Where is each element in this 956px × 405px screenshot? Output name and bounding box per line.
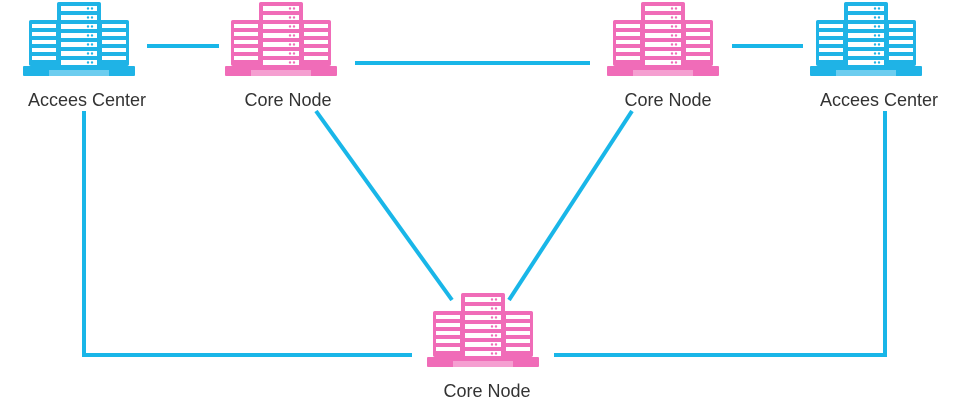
server-rack-icon (225, 2, 337, 76)
node-access-left[interactable] (23, 2, 135, 76)
node-core-top-left[interactable] (225, 2, 337, 76)
link-core-top-left-core-bottom (314, 109, 454, 302)
node-core-bottom[interactable] (427, 293, 539, 367)
link-access-right-core-bottom (554, 111, 887, 357)
node-label: Core Node (443, 381, 530, 401)
server-rack-icon (810, 2, 922, 76)
node-label: Core Node (624, 90, 711, 110)
server-rack-icon (607, 2, 719, 76)
node-access-right[interactable] (810, 2, 922, 76)
server-rack-icon (23, 2, 135, 76)
node-label: Accees Center (28, 90, 146, 110)
link-access-left-core-bottom (82, 111, 412, 357)
node-core-top-right[interactable] (607, 2, 719, 76)
server-rack-icon (427, 293, 539, 367)
link-layer (82, 44, 887, 357)
node-label: Core Node (244, 90, 331, 110)
node-label: Accees Center (820, 90, 938, 110)
link-core-top-right-core-bottom (507, 109, 634, 302)
